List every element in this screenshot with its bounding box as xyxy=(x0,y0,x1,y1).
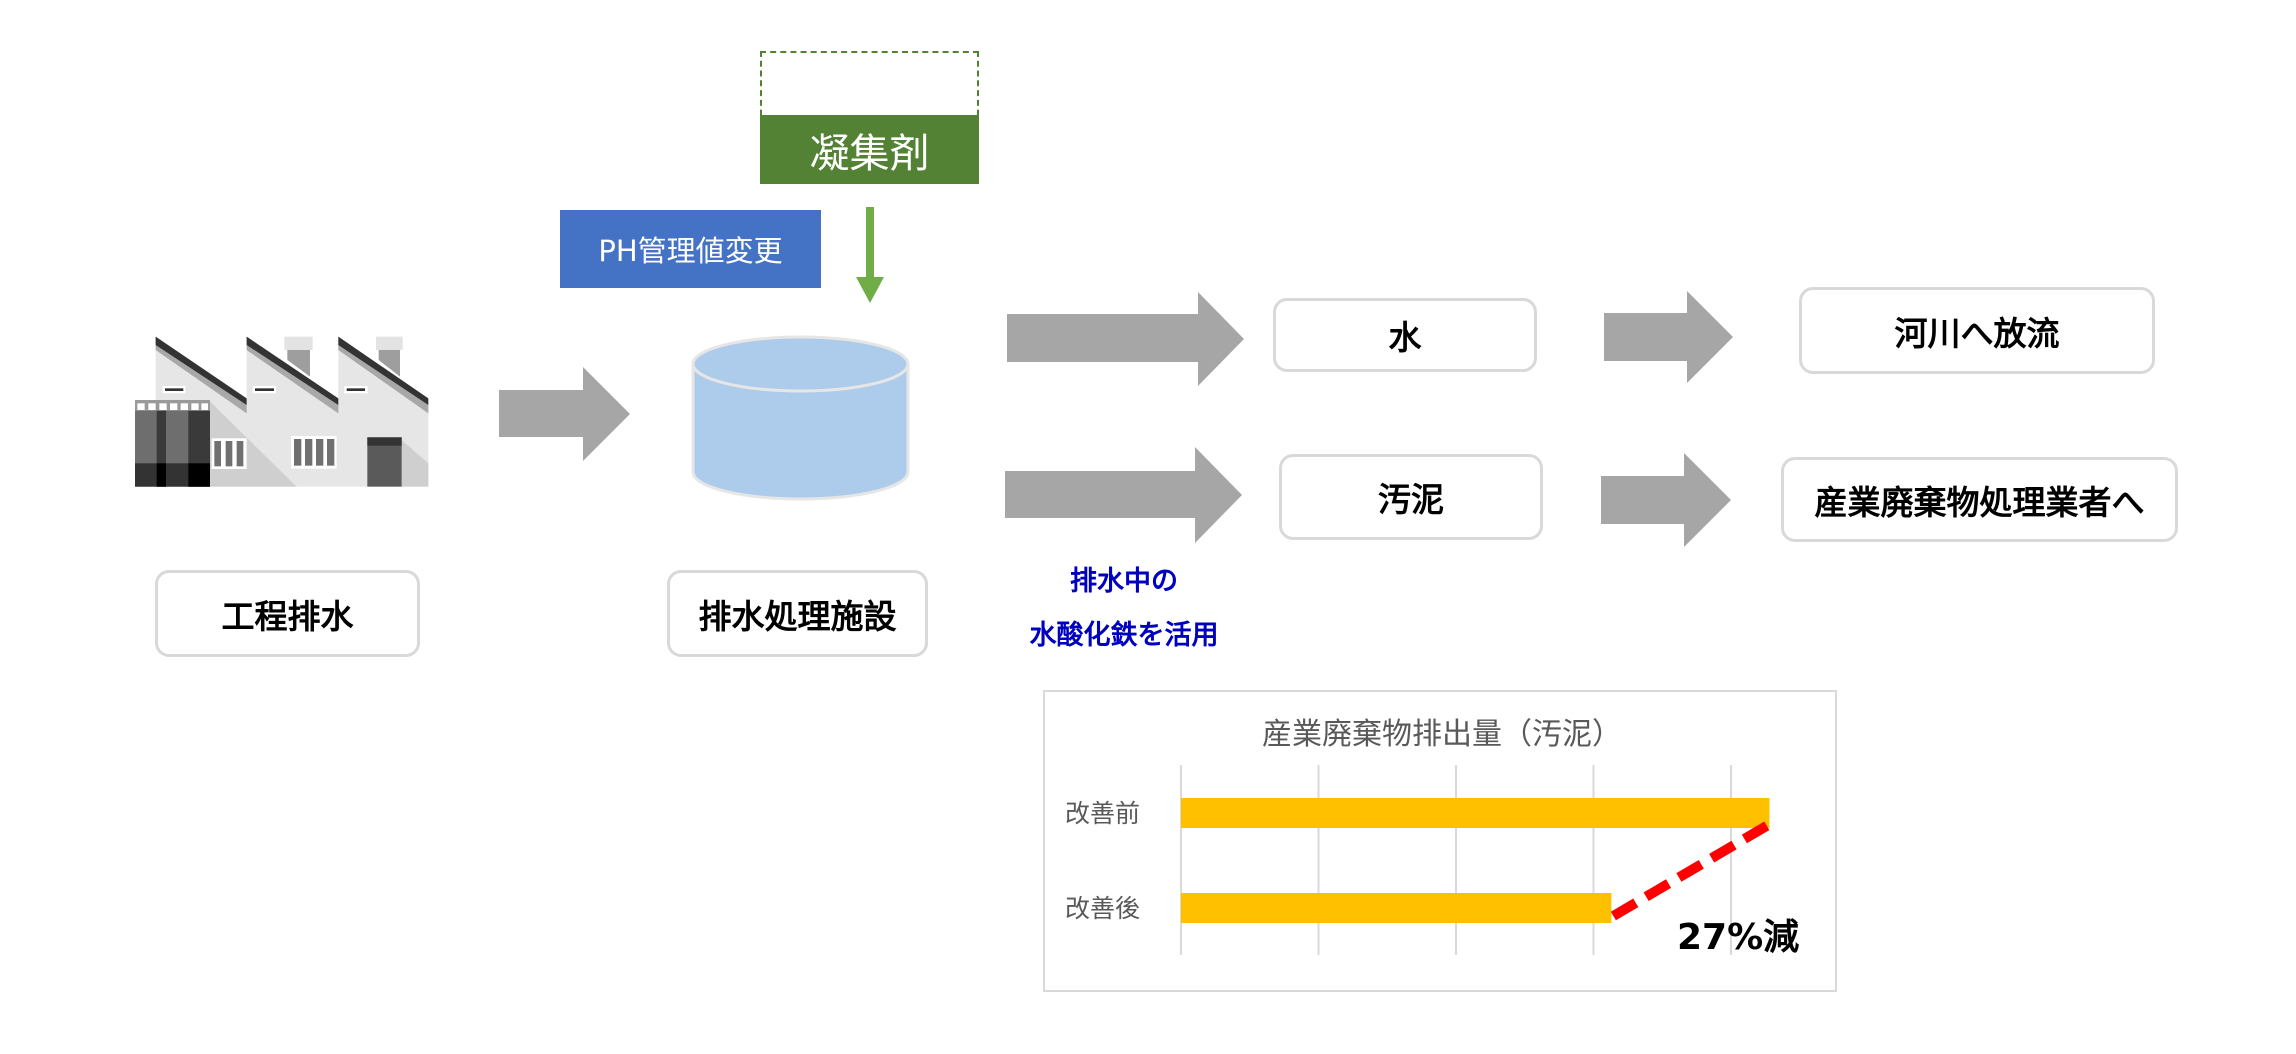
iron-hydroxide-note: 排水中の 水酸化鉄を活用 xyxy=(1000,555,1248,663)
water-box: 水 xyxy=(1273,298,1537,372)
facility-label-box: 排水処理施設 xyxy=(667,570,928,657)
chart-title: 産業廃棄物排出量（汚泥） xyxy=(1262,717,1622,752)
source-label-box: 工程排水 xyxy=(155,570,420,657)
category-label: 改善後 xyxy=(1065,894,1140,923)
dosing-arrow-icon xyxy=(856,207,884,303)
bar-after xyxy=(1181,893,1612,923)
flow-arrow-to-water xyxy=(1007,292,1244,386)
chart-gridlines xyxy=(1180,765,1732,955)
facility-label: 排水処理施設 xyxy=(698,596,897,636)
flow-arrow-source-to-facility xyxy=(499,367,630,461)
reduction-label: 27%減 xyxy=(1677,917,1799,958)
river-discharge-box: 河川へ放流 xyxy=(1799,287,2155,374)
flow-arrow-to-sludge xyxy=(1005,447,1242,543)
bar-before xyxy=(1181,798,1770,828)
sludge-box: 汚泥 xyxy=(1279,454,1543,540)
chart-annotation: 27%減 xyxy=(1610,818,1799,958)
ph-setpoint-change-label: PH管理値変更 xyxy=(598,234,783,268)
factory-icon xyxy=(135,336,429,487)
water-label: 水 xyxy=(1388,318,1422,357)
coagulant-label: 凝集剤 xyxy=(809,130,930,177)
river-discharge-label: 河川へ放流 xyxy=(1894,313,2060,353)
flow-arrow-to-river xyxy=(1604,291,1733,383)
coagulant-box: 凝集剤 xyxy=(760,115,979,184)
chart-bars xyxy=(1181,798,1770,923)
sludge-label: 汚泥 xyxy=(1378,480,1444,519)
ph-setpoint-change-box: PH管理値変更 xyxy=(560,210,821,288)
flow-arrow-to-waste-contractor xyxy=(1601,453,1731,547)
waste-contractor-box: 産業廃棄物処理業者へ xyxy=(1781,457,2178,542)
category-label: 改善前 xyxy=(1065,799,1140,828)
sludge-emission-chart: 産業廃棄物排出量（汚泥） 改善前改善後 27%減 xyxy=(1043,690,1837,992)
reduction-dashed-line xyxy=(1610,818,1775,921)
iron-note-line-2: 水酸化鉄を活用 xyxy=(1029,620,1219,651)
iron-note-line-1: 排水中の xyxy=(1070,566,1178,597)
waste-contractor-label: 産業廃棄物処理業者へ xyxy=(1814,482,2145,522)
source-label: 工程排水 xyxy=(221,596,354,636)
tank-icon xyxy=(691,335,910,501)
